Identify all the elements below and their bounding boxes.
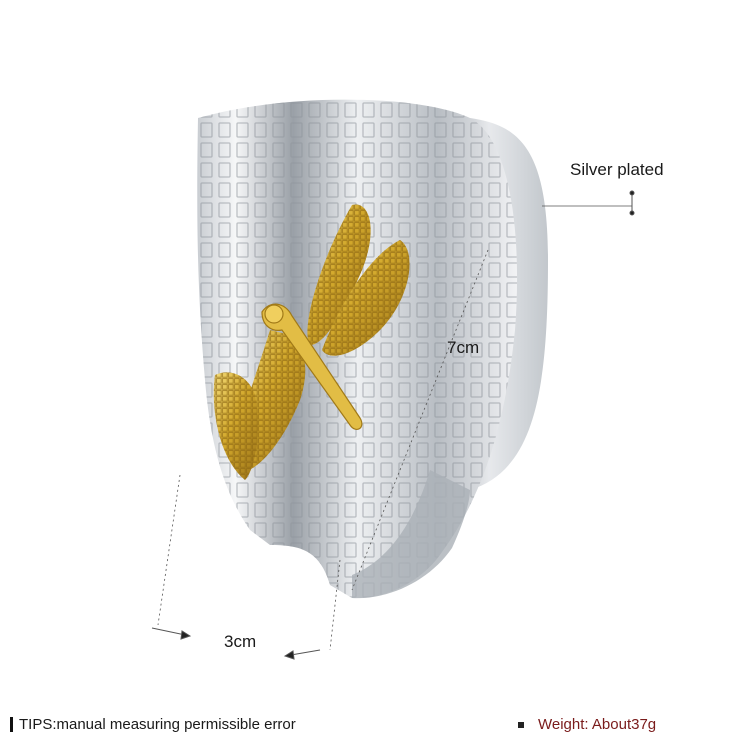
measurement-lines <box>151 190 635 660</box>
width-label: 3cm <box>224 632 257 651</box>
height-label: 7cm <box>447 338 480 357</box>
tips-text: TIPS:manual measuring permissible error <box>19 716 296 733</box>
bangle-inner-band <box>430 118 548 490</box>
bangle-embossed-pattern <box>197 99 518 599</box>
weight-text: Weight: About37g <box>538 716 657 733</box>
weight-footer: Weight: About37g <box>518 716 656 733</box>
square-bullet-icon <box>518 721 524 728</box>
bangle-lower-lip <box>352 470 470 599</box>
tips-footer: TIPS:manual measuring permissible error <box>10 716 296 733</box>
tips-bar-icon <box>10 717 13 732</box>
material-label: Silver plated <box>570 160 664 179</box>
gold-dragonfly-ornament <box>213 204 410 480</box>
